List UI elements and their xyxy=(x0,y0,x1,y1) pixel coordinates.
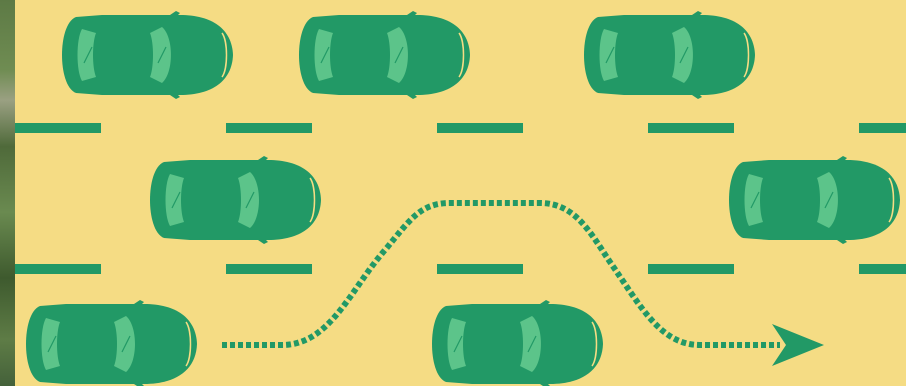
car-top-view-icon xyxy=(432,300,604,386)
car-top-view-icon xyxy=(150,156,322,244)
car-top-view-icon xyxy=(26,300,198,386)
car-top-view-icon xyxy=(584,11,756,99)
car-top-view-icon xyxy=(62,11,234,99)
car-top-view-icon xyxy=(729,156,901,244)
car-top-view-icon xyxy=(299,11,471,99)
